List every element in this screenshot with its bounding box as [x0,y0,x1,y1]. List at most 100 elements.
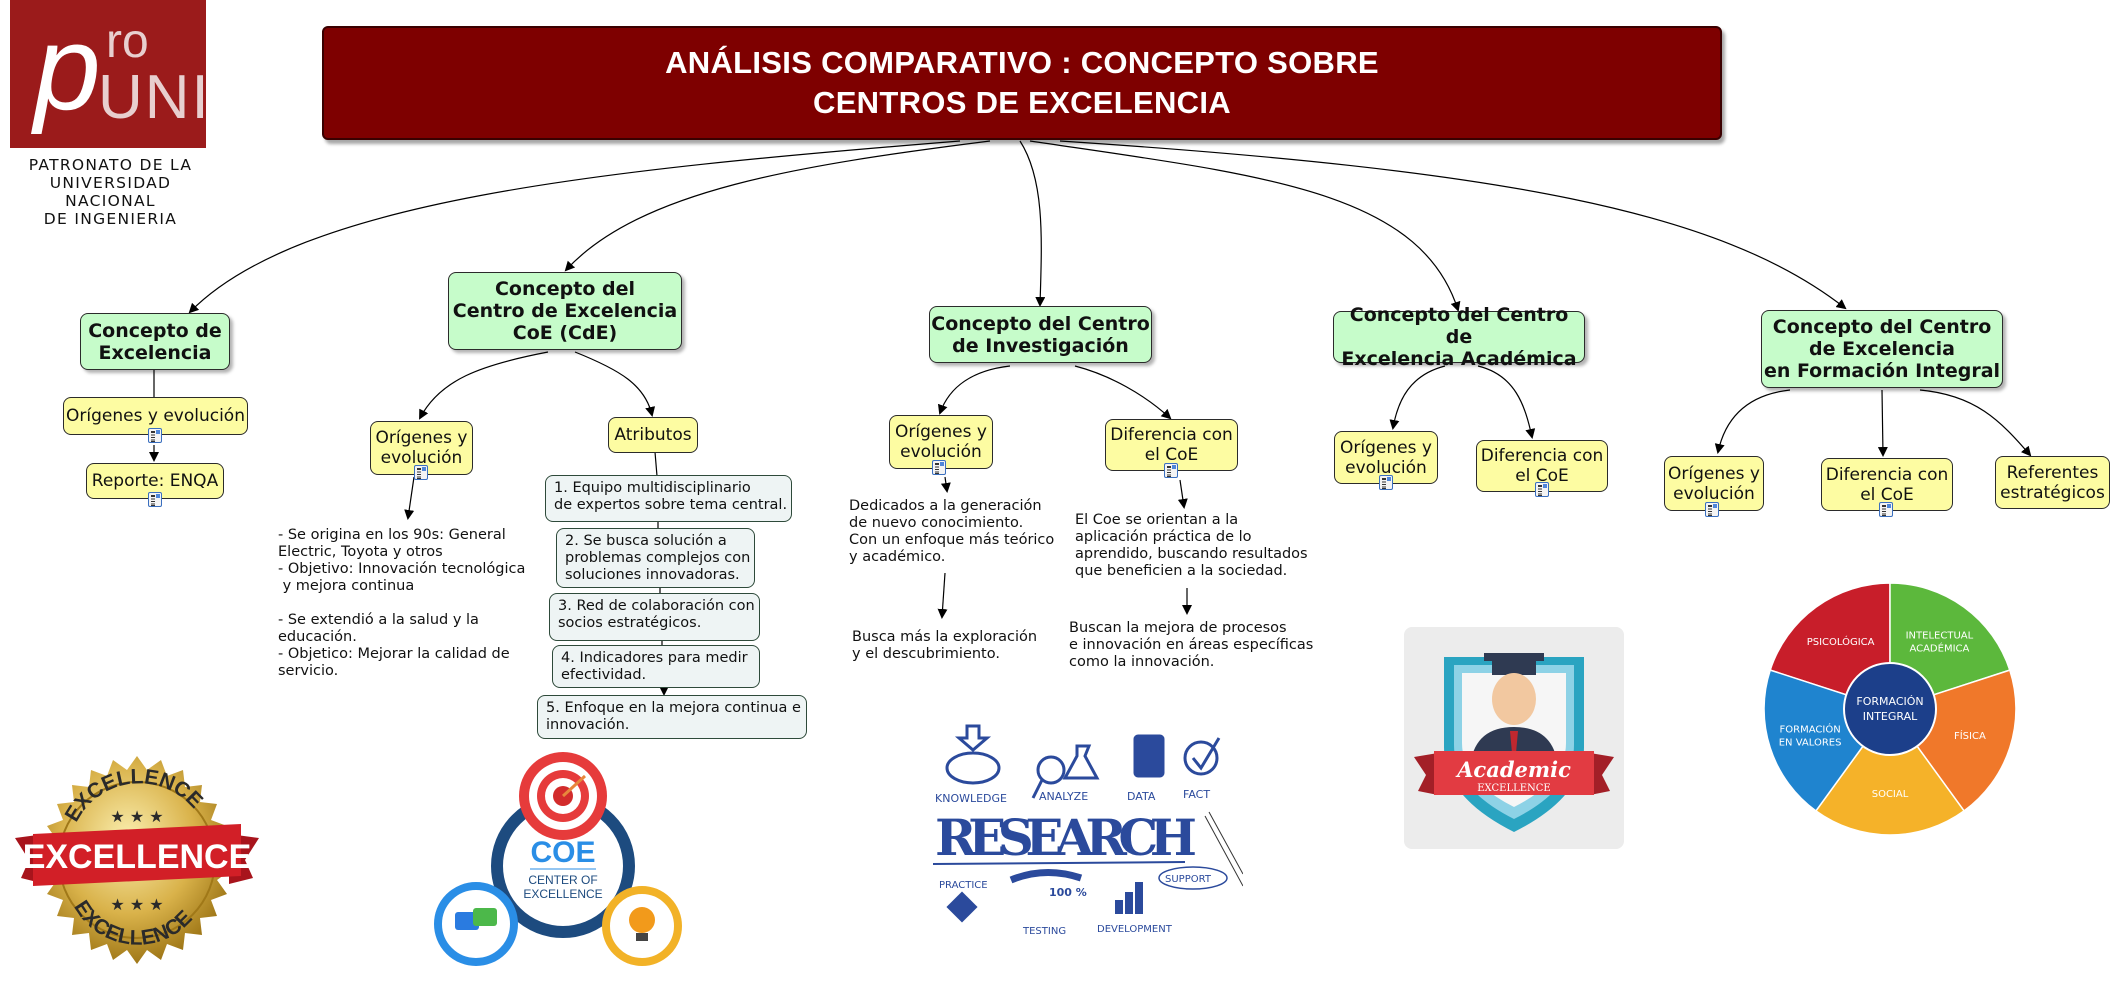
node-line: Excelencia [98,341,212,364]
inv-origenes-note-2: Busca más la exploración y el descubrimi… [852,629,1038,662]
research-label: ANALYZE [1039,790,1088,803]
inv-origenes-note-1: Dedicados a la generación de nuevo conoc… [849,498,1055,565]
link-integral-origenes [1714,389,1791,454]
node-line: Reporte: ENQA [91,471,219,491]
coe-acronym: COE [530,836,595,869]
link-title-integral [1059,140,1847,310]
logo-line: UNIVERSIDAD NACIONAL [49,174,172,210]
node-integral-referentes[interactable]: Referentes estratégicos [1995,456,2110,509]
link-title-coe [564,140,991,272]
wheel-center [1843,662,1937,756]
research-headline: RESEARCH [935,808,1197,867]
wheel-center-line: INTEGRAL [1863,710,1918,723]
node-line: Concepto del [494,278,636,300]
document-icon[interactable] [1164,463,1178,478]
document-icon[interactable] [1879,502,1893,517]
academic-caption-text: EXCELLENCE [1477,783,1550,794]
document-icon[interactable] [148,428,162,443]
research-label: DEVELOPMENT [1097,924,1173,935]
link-acad-diferencia [1477,365,1536,439]
node-line: Orígenes y evolución [66,406,245,426]
node-coe-atributos[interactable]: Atributos [608,417,698,453]
node-coe-origenes[interactable]: Orígenes y evolución [370,421,473,475]
node-line: Concepto del Centro [1772,316,1992,338]
attribute-2[interactable]: 2. Se busca solución a problemas complej… [556,528,755,588]
node-line: en Formación Integral [1763,360,2001,382]
link-integral-diferencia [1877,389,1888,457]
document-icon[interactable] [148,492,162,507]
node-concepto-excelencia[interactable]: Concepto de Excelencia [80,313,230,370]
logo-mark: p ro UNI [10,0,209,148]
link-title-investigacion [1019,140,1046,307]
node-line: evolución [1673,483,1755,504]
inv-diferencia-note-1: El Coe se orientan a la aplicación práct… [1075,512,1308,579]
node-line: evolución [900,442,982,462]
wheel-segment-label: FÍSICA [1954,729,1986,742]
document-icon[interactable] [414,465,428,480]
research-label: 100 % [1049,886,1087,899]
attribute-5[interactable]: 5. Enfoque en la mejora continua e innov… [537,695,807,739]
node-line: Orígenes y [895,422,987,442]
main-title: ANÁLISIS COMPARATIVO : CONCEPTO SOBRE CE… [322,26,1722,140]
document-icon[interactable] [932,460,946,475]
academic-excellence-image: Academic EXCELLENCE [1404,627,1624,849]
wheel-segment-label: SOCIAL [1872,789,1909,800]
logo-line: DE INGENIERIA [43,210,178,228]
node-reporte-enqa[interactable]: Reporte: ENQA [86,463,224,499]
node-line: Orígenes y [375,428,468,448]
node-line: Diferencia con [1825,464,1949,485]
attribute-3[interactable]: 3. Red de colaboración con socios estrat… [549,593,760,641]
node-line: Referentes [2006,462,2099,483]
wheel-segment-label: INTELECTUAL [1906,631,1974,642]
logo-letters-ro: ro [106,15,149,68]
wheel-segment [1814,707,1966,836]
attribute-4[interactable]: 4. Indicadores para medir efectividad. [552,645,760,688]
excellence-badge-image: EXCELLENCE EXCELLENCE EXCELLENCE ★ ★ ★ ★… [15,756,259,964]
node-concepto-academica[interactable]: Concepto del Centro de Excelencia Académ… [1333,304,1585,370]
node-integral-origenes[interactable]: Orígenes y evolución [1664,456,1764,511]
node-line: evolución [1345,457,1427,478]
title-line-1: ANÁLISIS COMPARATIVO : CONCEPTO SOBRE [665,45,1379,80]
node-line: Centro de Excelencia [452,300,678,322]
node-line: de Investigación [952,334,1129,357]
research-label: TESTING [1022,926,1066,937]
node-line: Concepto del Centro de [1349,304,1569,348]
coe-caption-line: EXCELLENCE [523,887,602,901]
node-line: Concepto del Centro [931,312,1150,335]
research-label: DATA [1127,790,1156,803]
formacion-integral-wheel: FORMACIÓN INTEGRAL PSICOLÓGICA INTELECTUA… [1763,582,2017,836]
node-acad-diferencia[interactable]: Diferencia con el CoE [1476,440,1608,492]
node-line: el CoE [1144,445,1199,465]
node-excelencia-origenes[interactable]: Orígenes y evolución [63,397,248,435]
academic-script-text: Academic [1455,757,1571,782]
document-icon[interactable] [1705,502,1719,517]
prouni-logo: p ro UNI PATRONATO DE LA UNIVERSIDAD NAC… [8,0,209,228]
node-line: Diferencia con [1480,446,1604,466]
wheel-segment-label: FORMACIÓN [1780,723,1841,736]
attribute-1[interactable]: 1. Equipo multidisciplinario de expertos… [545,475,792,522]
coe-origenes-note: - Se origina en los 90s: General Electri… [278,527,526,679]
node-concepto-investigacion[interactable]: Concepto del Centro de Investigación [929,306,1152,363]
wheel-segment-label: PSICOLÓGICA [1807,635,1875,648]
link-coe-atributos [574,351,656,417]
document-icon[interactable] [1535,482,1549,497]
node-line: el CoE [1515,466,1569,486]
node-line: Orígenes y [1340,437,1432,458]
link-title-academica [1029,140,1461,312]
wheel-segment-label: EN VALORES [1779,738,1842,749]
svg-text:★ ★ ★: ★ ★ ★ [110,895,163,914]
coe-caption-line: CENTER OF [528,873,597,887]
research-label: KNOWLEDGE [935,792,1007,805]
node-inv-diferencia[interactable]: Diferencia con el CoE [1105,419,1238,471]
document-icon[interactable] [1379,475,1393,490]
wheel-segment-label: ACADÉMICA [1909,642,1969,655]
link-inv-origenes [937,365,1011,415]
logo-caption: PATRONATO DE LA UNIVERSIDAD NACIONAL DE … [8,156,213,228]
coe-graphic-image: COE CENTER OF EXCELLENCE [434,752,682,966]
node-concepto-integral[interactable]: Concepto del Centro de Excelencia en For… [1761,310,2003,388]
title-line-2: CENTROS DE EXCELENCIA [813,85,1231,120]
node-line: Orígenes y [1668,463,1760,484]
wheel-center-line: FORMACIÓN [1856,695,1923,708]
node-concepto-coe[interactable]: Concepto del Centro de Excelencia CoE (C… [448,272,682,350]
link-integral-referentes [1919,389,2032,457]
